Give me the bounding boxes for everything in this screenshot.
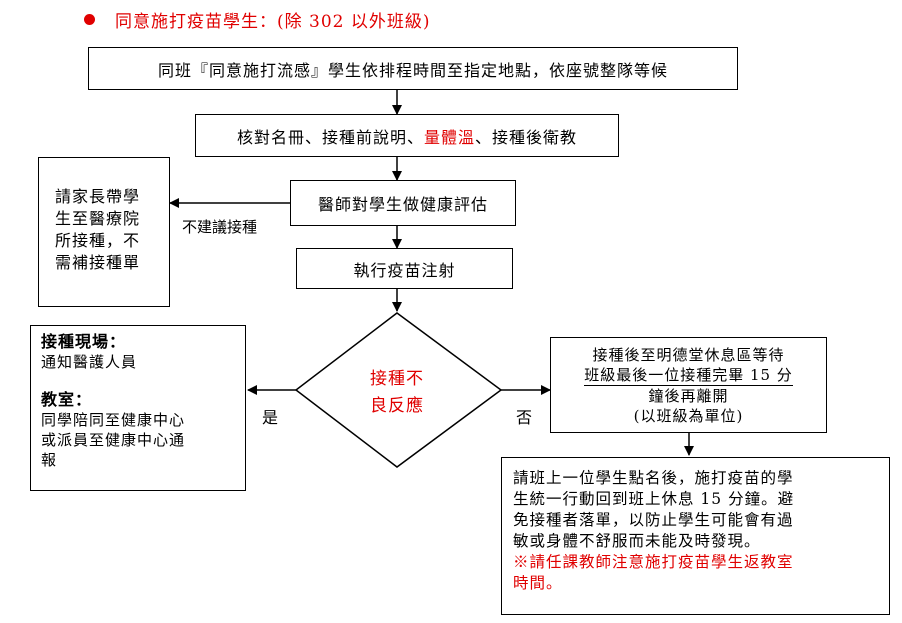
decision-text: 接種不 良反應 — [346, 366, 448, 420]
waiting-line: 班級最後一位接種完畢 15 分 — [584, 366, 793, 386]
reaction-text-classroom: 報 — [41, 451, 58, 469]
reaction-heading-classroom: 教室： — [41, 390, 93, 409]
referral-line: 所接種，不 — [55, 231, 141, 250]
decision-diamond — [294, 312, 503, 468]
header: 同意施打疫苗學生：(除 302 以外班級) — [84, 6, 431, 32]
yes-label: 是 — [262, 408, 279, 427]
reaction-box: 接種現場： 通知醫護人員 教室： 同學陪同至健康中心 或派員至健康中心通 報 — [30, 325, 246, 491]
step-health-assessment: 醫師對學生做健康評估 — [290, 180, 516, 226]
waiting-line: 接種後至明德堂休息區等待 — [592, 346, 785, 364]
instruction-line: 免接種者落單，以防止學生可能會有過 — [513, 511, 794, 529]
step-check-roster-text: 核對名冊、接種前說明、量體溫、接種後衛教 — [237, 124, 577, 148]
step-check-roster-text-a: 核對名冊、接種前說明、 — [236, 127, 424, 147]
bullet-icon — [84, 13, 95, 25]
step-vaccination-text: 執行疫苗注射 — [353, 260, 456, 280]
instruction-line: 請班上一位學生點名後，施打疫苗的學 — [513, 469, 794, 487]
not-recommended-label: 不建議接種 — [182, 218, 258, 236]
no-label: 否 — [516, 408, 533, 427]
step-health-assessment-text: 醫師對學生做健康評估 — [317, 195, 488, 214]
instruction-line: 生統一行動回到班上休息 15 分鐘。避 — [513, 490, 795, 508]
teacher-notice-line: 時間。 — [513, 574, 563, 592]
reaction-text-classroom: 同學陪同至健康中心 — [41, 411, 186, 429]
decision-line: 接種不 — [370, 369, 424, 389]
step-line-up-text: 同班『同意施打流感』學生依排程時間至指定地點，依座號整隊等候 — [157, 60, 668, 80]
reaction-heading-site: 接種現場： — [41, 332, 127, 351]
return-instructions-box: 請班上一位學生點名後，施打疫苗的學 生統一行動回到班上休息 15 分鐘。避 免接… — [501, 457, 890, 615]
reaction-text-classroom: 或派員至健康中心通 — [41, 431, 186, 449]
page-title: 同意施打疫苗學生：(除 302 以外班級) — [115, 11, 431, 32]
step-check-roster-text-red: 量體溫 — [423, 127, 475, 147]
step-check-roster-text-b: 、接種後衛教 — [475, 127, 578, 147]
referral-line: 需補接種單 — [55, 253, 141, 272]
referral-line: 請家長帶學 — [55, 187, 141, 206]
step-check-roster: 核對名冊、接種前說明、量體溫、接種後衛教 — [195, 114, 619, 157]
referral-box: 請家長帶學 生至醫療院 所接種，不 需補接種單 — [38, 157, 170, 307]
instruction-line: 敏或身體不舒服而未能及時發現。 — [513, 532, 761, 550]
waiting-line: (以班級為單位) — [633, 407, 744, 425]
referral-line: 生至醫療院 — [55, 209, 141, 228]
step-vaccination: 執行疫苗注射 — [296, 248, 513, 289]
step-line-up: 同班『同意施打流感』學生依排程時間至指定地點，依座號整隊等候 — [88, 47, 738, 90]
reaction-text-site: 通知醫護人員 — [41, 353, 138, 371]
waiting-box: 接種後至明德堂休息區等待 班級最後一位接種完畢 15 分 鐘後再離開 (以班級為… — [550, 337, 827, 433]
teacher-notice-line: ※請任課教師注意施打疫苗學生返教室 — [513, 553, 794, 571]
decision-line: 良反應 — [370, 396, 424, 416]
waiting-line: 鐘後再離開 — [648, 387, 729, 405]
